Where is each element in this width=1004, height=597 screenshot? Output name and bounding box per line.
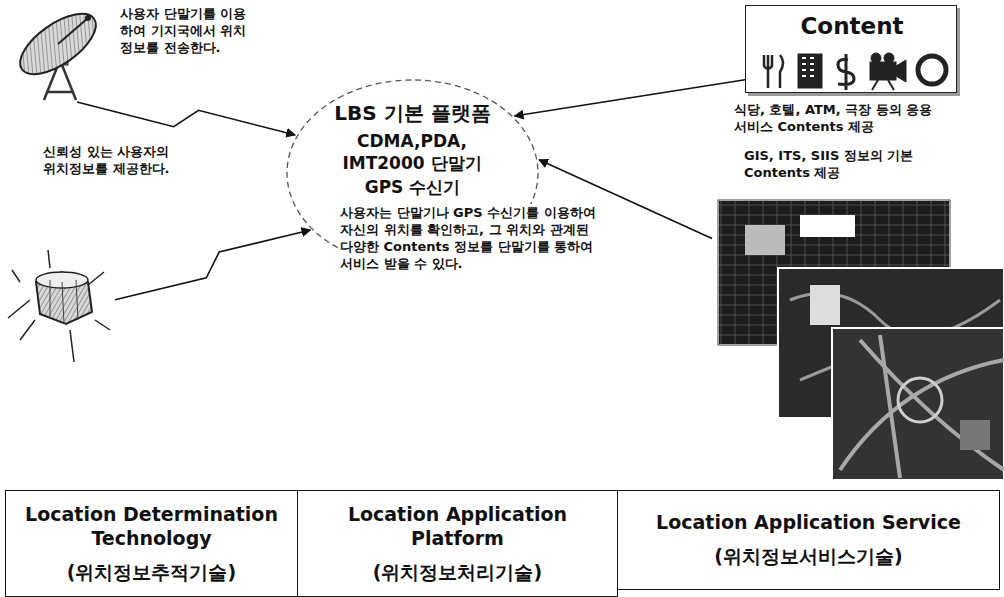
map-node: GIS, ITS, SIIS 정보의 기본 Contents 제공 (712, 148, 1004, 483)
table-cell: Location Application Service (위치정보서비스기술) (617, 490, 1000, 590)
satellite (8, 250, 110, 362)
node-text: CDMA,PDA, IMT2000 단말기 (337, 130, 487, 174)
node-title: Location Application Service (627, 511, 990, 535)
node-text: (위치정보추적기술) (15, 561, 288, 585)
signal-connector (77, 102, 295, 135)
map-images (718, 200, 1004, 480)
node-title: Location Application Platform (307, 503, 608, 551)
description-note: 사용자는 단말기나 GPS 수신기를 이용하여 자신의 위치를 확인하고, 그 … (338, 204, 604, 274)
node-text: (위치정보서비스기술) (627, 545, 990, 569)
node-title: 신뢰성 있는 사용자의 위치정보를 제공한다. (43, 144, 213, 178)
node-title: 사용자 단말기를 이용 하여 기지국에서 위치 정보를 전송한다. (120, 6, 270, 57)
signal-connector (115, 230, 311, 300)
satellite-node: 신뢰성 있는 사용자의 위치정보를 제공한다. (15, 262, 115, 367)
dish-node: 사용자 단말기를 이용 하여 기지국에서 위치 정보를 전송한다. (12, 2, 112, 102)
node-text: (위치정보처리기술) (307, 561, 608, 585)
node-title: Content (746, 12, 958, 42)
node-text: 식당, 호텔, ATM, 극장 등의 응용 서비스 Contents 제공 (734, 102, 970, 136)
node-title: LBS 기본 플랫폼 (305, 100, 520, 126)
content-box: Content식당, 호텔, ATM, 극장 등의 응용 서비스 Content… (745, 5, 957, 93)
content-icons (764, 53, 946, 90)
node-title: Location Determination Technology (15, 503, 288, 551)
node-title: GIS, ITS, SIIS 정보의 기본 Contents 제공 (744, 148, 914, 182)
table-cell: Location Determination Technology (위치정보추적… (5, 490, 298, 597)
dish-antenna (10, 2, 105, 100)
node-text: GPS 수신기 (325, 176, 500, 198)
table-cell: Location Application Platform (위치정보처리기술) (297, 490, 618, 597)
arrow-connector (515, 80, 746, 116)
